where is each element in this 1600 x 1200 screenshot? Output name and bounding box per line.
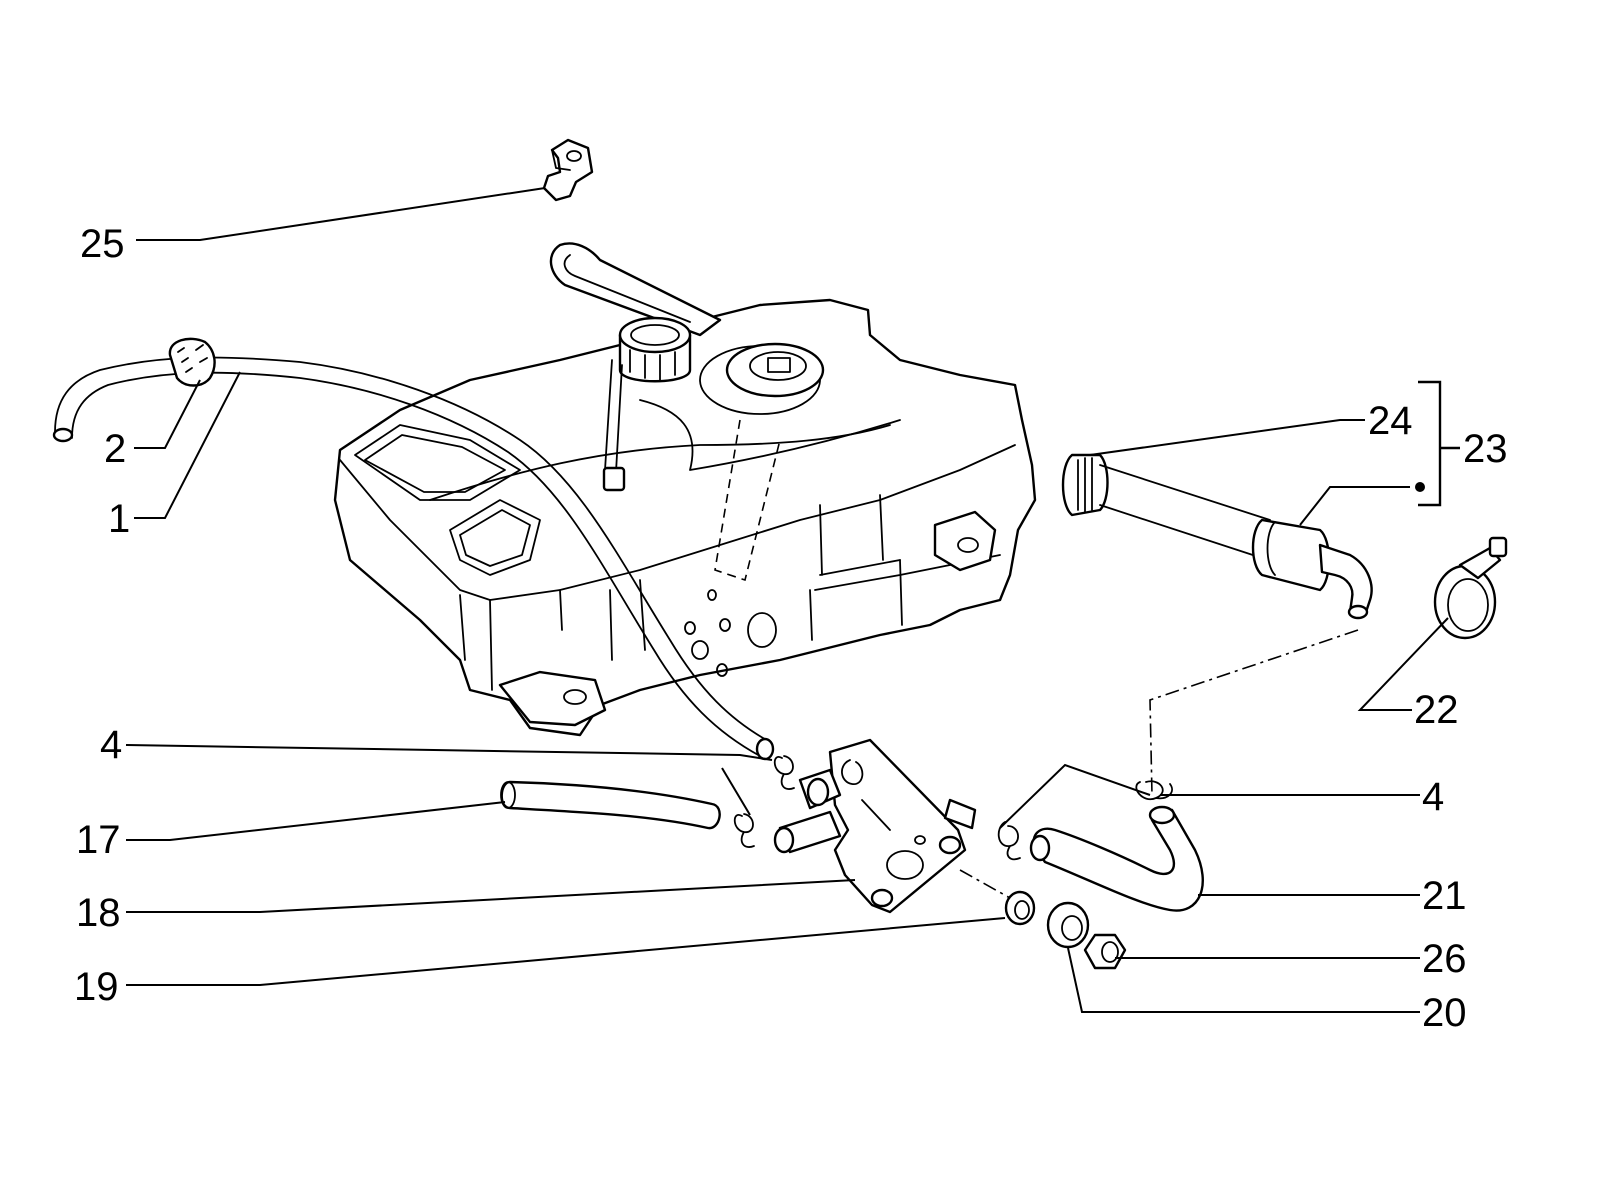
leader-25 [136, 187, 546, 241]
callout-1: 1 [108, 497, 130, 541]
part-20-washer [1046, 901, 1090, 949]
part-25-clip [542, 138, 594, 202]
part-4-clip-left [733, 755, 795, 848]
leader-1 [134, 371, 241, 519]
callout-18: 18 [76, 891, 121, 935]
part-22-hose-clamp [1433, 536, 1508, 640]
part-18-fuel-tap [773, 738, 977, 914]
part-1-hose [52, 356, 775, 761]
callout-19: 19 [74, 965, 119, 1009]
part-19-washer [1004, 890, 1036, 926]
connection-line-filter [1149, 629, 1359, 796]
part-4-clip-right [997, 780, 1173, 861]
fuel-tank [333, 242, 1037, 737]
leader-lines [125, 187, 1449, 1013]
leader-4-right-b [999, 763, 1151, 829]
callout-17: 17 [76, 818, 121, 862]
bracket-23 [1415, 380, 1460, 507]
tank-vent-cap [602, 316, 692, 492]
leader-4-left-b [721, 767, 751, 816]
callout-25: 25 [80, 222, 125, 266]
leader-24 [1089, 419, 1365, 456]
connection-line-pump [959, 869, 1011, 899]
leader-4-left [125, 744, 773, 761]
leader-22 [1357, 617, 1449, 711]
leader-20 [1067, 947, 1420, 1013]
callout-21: 21 [1422, 874, 1467, 918]
leader-18 [126, 879, 856, 913]
part-26-nut [1083, 933, 1127, 970]
leader-23 [1299, 486, 1410, 526]
leader-19 [126, 917, 1006, 986]
part-21-hose [1029, 805, 1204, 912]
callout-2: 2 [104, 427, 126, 471]
callout-23: 23 [1463, 427, 1508, 471]
callout-4-left: 4 [100, 723, 122, 767]
callout-20: 20 [1422, 991, 1467, 1035]
part-23-fuel-filter [1251, 518, 1373, 620]
callout-26: 26 [1422, 937, 1467, 981]
part-17-hose [500, 780, 721, 830]
part-24-filter-inlet [1061, 453, 1271, 559]
callout-24: 24 [1368, 399, 1413, 443]
leader-2 [134, 379, 201, 449]
callout-22: 22 [1414, 688, 1459, 732]
leader-17 [126, 801, 506, 841]
callout-numbers: 25 2 1 24 23 22 4 4 17 18 19 21 26 20 [74, 222, 1508, 1035]
part-2-clamp [168, 337, 216, 387]
callout-4-right: 4 [1422, 775, 1444, 819]
